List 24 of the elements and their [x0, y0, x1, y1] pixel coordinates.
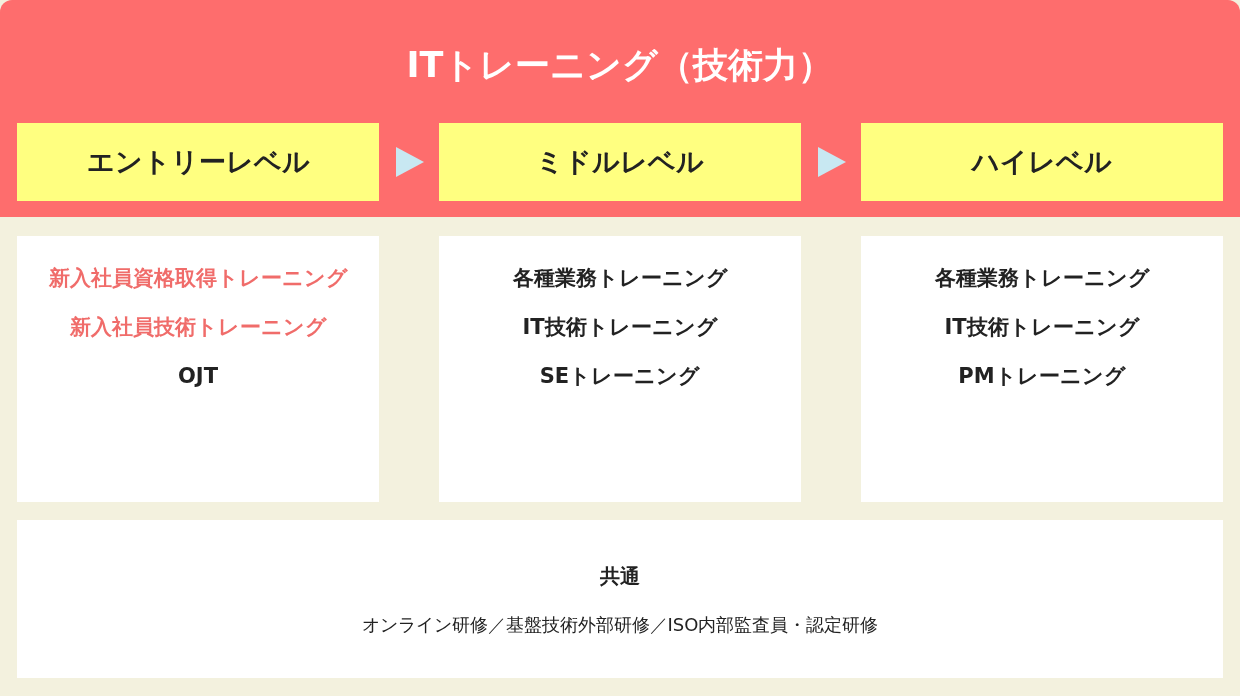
title: ITトレーニング（技術力） — [405, 44, 835, 87]
course-card — [17, 236, 379, 502]
course-item: 各種業務トレーニング — [934, 265, 1150, 292]
course-item: PMトレーニング — [958, 363, 1126, 390]
level-box — [439, 123, 801, 201]
course-item: IT技術トレーニング — [522, 314, 718, 341]
course-card — [439, 236, 801, 502]
card-text: オンライン研修／基盤技術外部研修／ISO内部監査員・認定研修 — [361, 612, 879, 637]
level-label: ミドルレベル — [536, 144, 704, 179]
course-item: SEトレーニング — [539, 363, 701, 390]
card-heading: 共通 — [600, 562, 640, 590]
common-card — [17, 520, 1223, 678]
level-box — [17, 123, 379, 201]
arrow — [818, 147, 846, 177]
course-card — [861, 236, 1223, 502]
course-item: 新入社員技術トレーニング — [69, 314, 327, 341]
level-label: ハイレベル — [972, 144, 1112, 179]
level-box — [861, 123, 1223, 201]
arrow — [396, 147, 424, 177]
course-item: 新入社員資格取得トレーニング — [48, 265, 348, 292]
course-item: IT技術トレーニング — [944, 314, 1140, 341]
level-label: エントリーレベル — [86, 144, 310, 179]
course-item: OJT — [178, 363, 218, 390]
course-item: 各種業務トレーニング — [512, 265, 728, 292]
